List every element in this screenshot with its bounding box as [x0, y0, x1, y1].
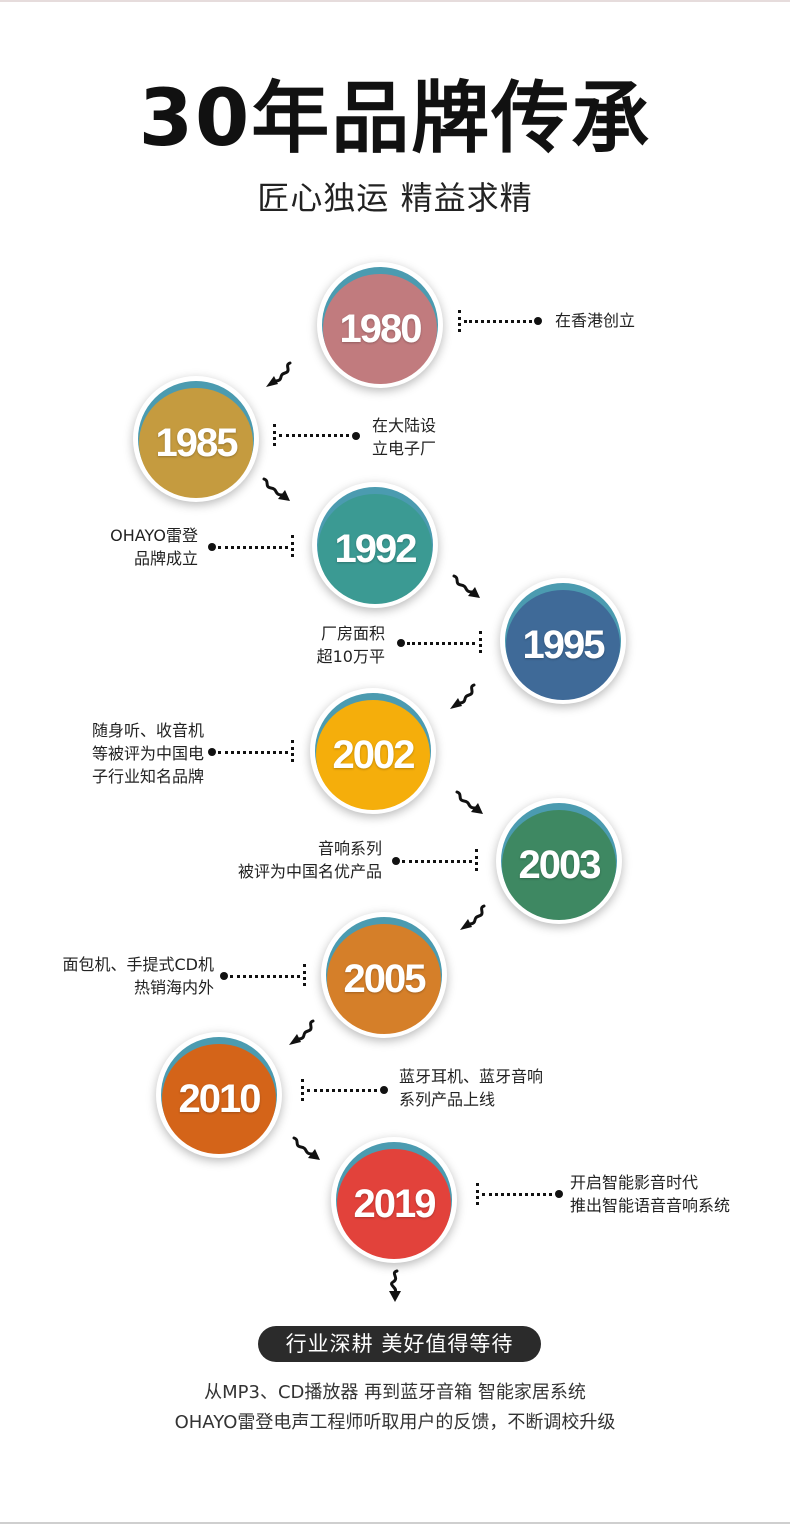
- milestone-label-1995: 厂房面积 超10万平: [316, 624, 385, 666]
- connector-end: [291, 535, 294, 557]
- connector-end: [301, 1079, 304, 1101]
- connector-end: [303, 964, 306, 986]
- milestone-node-2003: 2003: [496, 798, 622, 924]
- connector-line: [482, 1193, 552, 1202]
- page-subtitle: 匠心独运 精益求精: [257, 179, 533, 217]
- year-badge: 2010: [162, 1044, 276, 1154]
- connector-line: [218, 546, 288, 555]
- connector-line: [230, 975, 300, 984]
- milestone-node-2005: 2005: [321, 912, 447, 1038]
- connector-dot: [397, 639, 405, 647]
- connector-end: [475, 849, 478, 871]
- connector-line: [402, 860, 472, 869]
- milestone-node-2002: 2002: [310, 688, 436, 814]
- milestone-label-1980: 在香港创立: [555, 311, 636, 330]
- connector-line: [279, 434, 349, 443]
- milestone-label-2019: 开启智能影音时代 推出智能语音音响系统: [570, 1173, 731, 1215]
- year-badge: 2003: [502, 810, 616, 920]
- year-badge: 1995: [506, 590, 620, 700]
- milestone-label-2003: 音响系列 被评为中国名优产品: [237, 839, 382, 881]
- squiggle-arrow-icon: [292, 1136, 320, 1160]
- milestone-node-1980: 1980: [317, 262, 443, 388]
- squiggle-arrow-icon: [452, 574, 480, 598]
- connector-dot: [392, 857, 400, 865]
- connector-end: [273, 424, 276, 446]
- milestone-label-2005: 面包机、手提式CD机 热销海内外: [62, 955, 215, 997]
- connector-line: [407, 642, 475, 651]
- year-badge: 1980: [323, 274, 437, 384]
- milestone-node-1985: 1985: [133, 376, 259, 502]
- connector-dot: [220, 972, 228, 980]
- year-badge: 2019: [337, 1149, 451, 1259]
- connector-dot: [534, 317, 542, 325]
- description-line-2: OHAYO雷登电声工程师听取用户的反馈，不断调校升级: [174, 1412, 616, 1433]
- tagline-pill: 行业深耕 美好值得等待: [258, 1326, 541, 1362]
- squiggle-arrow-icon: [262, 477, 290, 501]
- connector-line: [218, 751, 288, 760]
- milestone-label-2010: 蓝牙耳机、蓝牙音响 系列产品上线: [399, 1067, 544, 1109]
- connector-dot: [208, 748, 216, 756]
- connector-dot: [352, 432, 360, 440]
- connector-line: [307, 1089, 377, 1098]
- year-badge: 1985: [139, 388, 253, 498]
- year-badge: 1992: [318, 494, 432, 604]
- milestone-node-1992: 1992: [312, 482, 438, 608]
- year-badge: 2002: [316, 700, 430, 810]
- milestone-node-1995: 1995: [500, 578, 626, 704]
- connector-end: [479, 631, 482, 653]
- description-line-1: 从MP3、CD播放器 再到蓝牙音箱 智能家居系统: [204, 1382, 586, 1403]
- year-badge: 2005: [327, 924, 441, 1034]
- squiggle-arrow-icon: [266, 361, 292, 387]
- squiggle-arrow-icon: [289, 1019, 315, 1045]
- connector-end: [476, 1183, 479, 1205]
- milestone-label-1992: OHAYO雷登 品牌成立: [110, 526, 198, 568]
- bottom-divider: [0, 1522, 790, 1524]
- connector-dot: [555, 1190, 563, 1198]
- connector-dot: [208, 543, 216, 551]
- squiggle-arrow-icon: [450, 683, 476, 709]
- squiggle-arrow-icon: [455, 790, 483, 814]
- milestone-node-2019: 2019: [331, 1137, 457, 1263]
- page-title: 30年品牌传承: [138, 74, 652, 164]
- connector-line: [464, 320, 532, 329]
- squiggle-arrow-icon: [460, 904, 486, 930]
- milestone-label-1985: 在大陆设 立电子厂: [372, 416, 437, 458]
- milestone-node-2010: 2010: [156, 1032, 282, 1158]
- top-divider: [0, 0, 790, 2]
- milestone-label-2002: 随身听、收音机 等被评为中国电 子行业知名品牌: [91, 721, 204, 786]
- squiggle-down-arrow-icon: [389, 1269, 401, 1302]
- connector-dot: [380, 1086, 388, 1094]
- connector-end: [458, 310, 461, 332]
- connector-end: [291, 740, 294, 762]
